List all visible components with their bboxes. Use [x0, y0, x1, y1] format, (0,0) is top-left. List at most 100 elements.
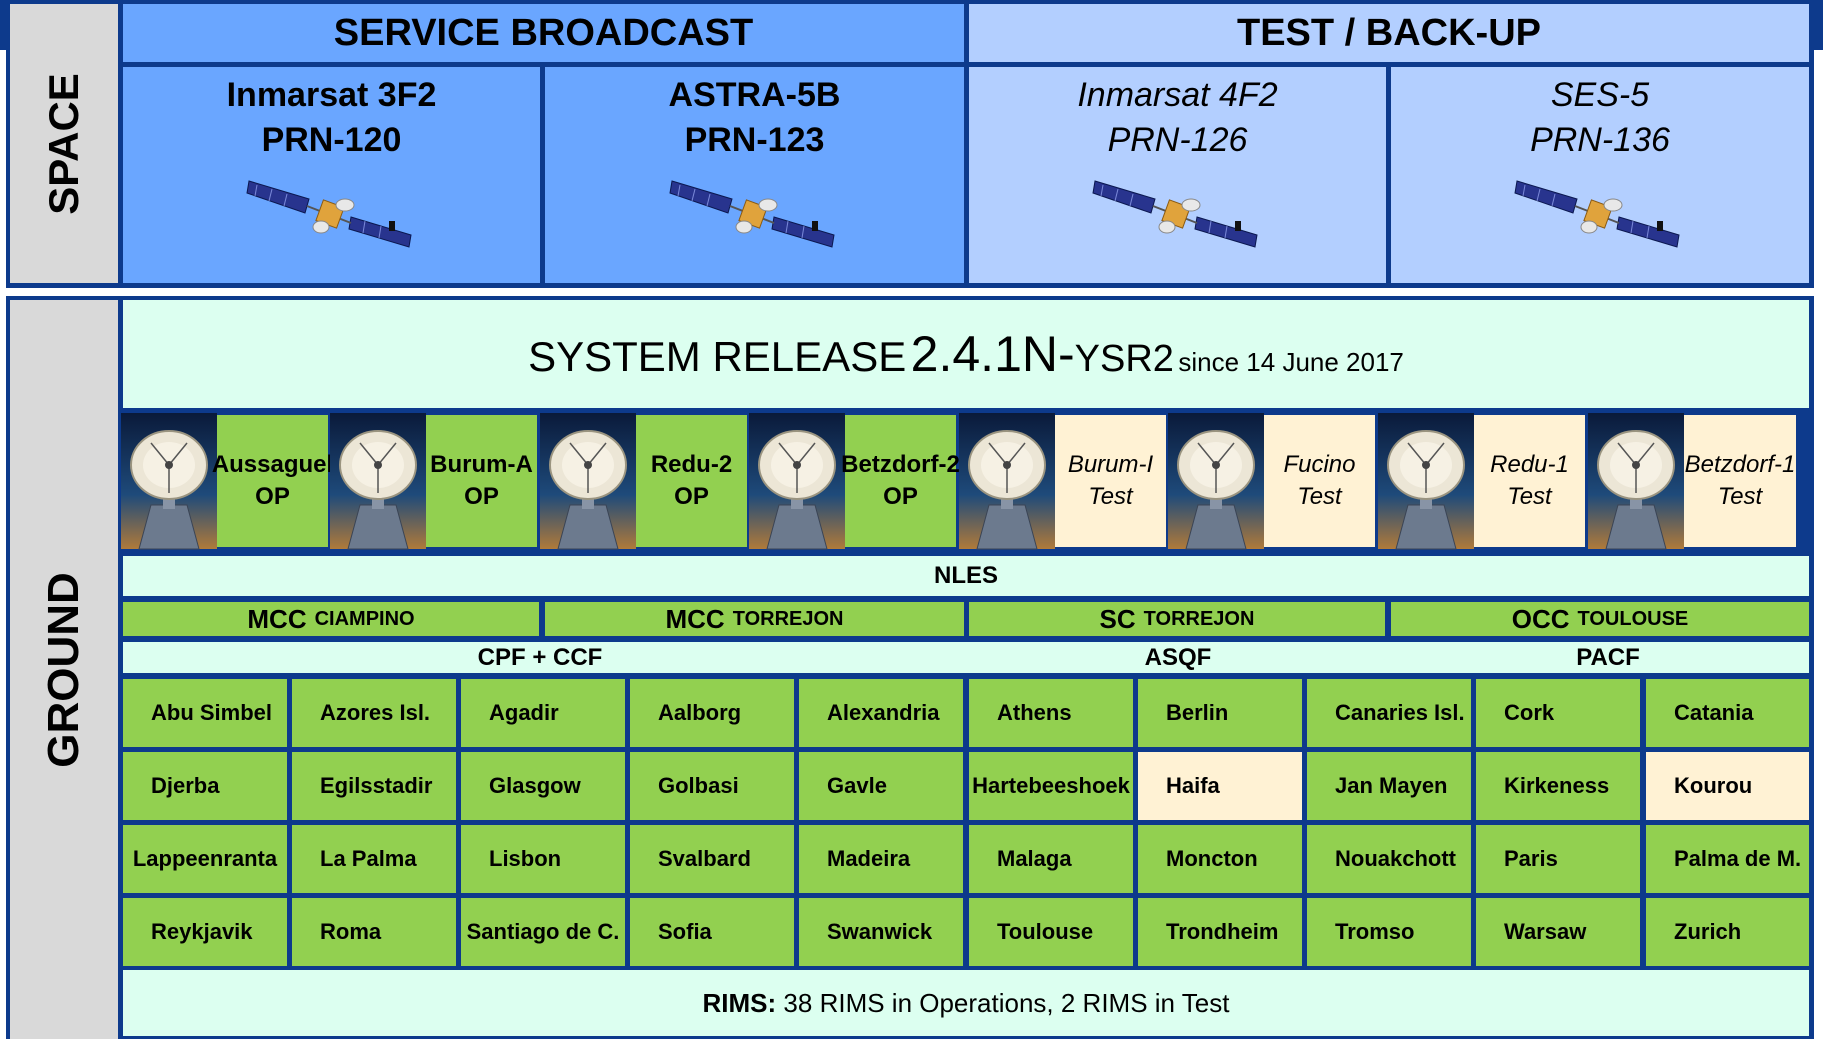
- satellite-icon: [245, 180, 412, 248]
- rims-site: Toulouse: [969, 898, 1133, 966]
- centre-type: MCC: [247, 603, 307, 634]
- release-prefix: SYSTEM RELEASE: [528, 333, 907, 380]
- rims-site: Azores Isl.: [292, 679, 456, 747]
- centre-location: CIAMPINO: [314, 607, 415, 630]
- antenna-dish: [1378, 413, 1474, 550]
- rims-site: Sofia: [630, 898, 794, 966]
- satellite-icon: [1091, 180, 1258, 248]
- rims-summary: RIMS: 38 RIMS in Operations, 2 RIMS in T…: [123, 970, 1809, 1036]
- station-name: Aussaguel: [211, 451, 334, 478]
- rims-site: Nouakchott: [1307, 825, 1471, 893]
- station-name: Betzdorf-2: [841, 451, 960, 478]
- satellite-card: ASTRA-5B PRN-123: [545, 67, 964, 283]
- control-centre: MCC CIAMPINO: [123, 602, 539, 636]
- release-version: 2.4.1N-: [910, 326, 1075, 382]
- ground-label: GROUND: [39, 571, 88, 768]
- rims-site: Zurich: [1646, 898, 1809, 966]
- station-status: OP: [464, 483, 499, 510]
- antenna-dish: [330, 413, 426, 550]
- antenna-dish: [959, 413, 1055, 550]
- rims-site: Svalbard: [630, 825, 794, 893]
- satellite-name: ASTRA-5B: [668, 76, 841, 114]
- rims-site: Alexandria: [799, 679, 963, 747]
- antenna-dish: [1168, 413, 1264, 550]
- rims-site: Athens: [969, 679, 1133, 747]
- rims-site: Malaga: [969, 825, 1133, 893]
- rims-site: Catania: [1646, 679, 1809, 747]
- centre-type: OCC: [1511, 603, 1570, 634]
- rims-site: Aalborg: [630, 679, 794, 747]
- station-status: OP: [255, 483, 290, 510]
- antenna-dish: [121, 413, 217, 550]
- release-suffix: YSR2: [1074, 338, 1174, 380]
- service-broadcast-header: SERVICE BROADCAST: [123, 4, 964, 62]
- antenna-dish-icon: [959, 413, 1055, 550]
- rims-site: Kourou: [1646, 752, 1809, 820]
- antenna-dish: [749, 413, 845, 550]
- rims-site: Lappeenranta: [123, 825, 287, 893]
- satellite-image: [245, 169, 417, 254]
- rims-site: Trondheim: [1138, 898, 1302, 966]
- satellite-prn: PRN-136: [1530, 121, 1670, 159]
- rims-site: Kirkeness: [1476, 752, 1640, 820]
- control-centre: MCC TORREJON: [545, 602, 964, 636]
- centre-location: TORREJON: [732, 607, 844, 630]
- antenna-dish-icon: [1168, 413, 1264, 550]
- rims-site: Swanwick: [799, 898, 963, 966]
- station-status: Test: [1507, 483, 1552, 510]
- antenna-dish-icon: [540, 413, 636, 550]
- facility-label: CPF + CCF: [477, 643, 603, 671]
- rims-site: Reykjavik: [123, 898, 287, 966]
- rims-site: Golbasi: [630, 752, 794, 820]
- satellite-prn: PRN-120: [261, 121, 402, 159]
- rims-site: Moncton: [1138, 825, 1302, 893]
- rims-site: La Palma: [292, 825, 456, 893]
- station-name: Burum-A: [430, 451, 533, 478]
- rims-site: Agadir: [461, 679, 625, 747]
- rims-site: Haifa: [1138, 752, 1302, 820]
- facilities-row: [123, 642, 1809, 673]
- station-status: OP: [674, 483, 709, 510]
- nles-label: NLES: [123, 556, 1809, 596]
- satellite-name: Inmarsat 3F2: [226, 76, 437, 114]
- antenna-dish: [1588, 413, 1684, 550]
- rims-site: Cork: [1476, 679, 1640, 747]
- antenna-dish-icon: [330, 413, 426, 550]
- rims-site: Warsaw: [1476, 898, 1640, 966]
- centre-location: TORREJON: [1143, 607, 1255, 630]
- facility-label: PACF: [1576, 643, 1640, 671]
- antenna-dish-icon: [121, 413, 217, 550]
- antenna-dish-icon: [1378, 413, 1474, 550]
- satellite-image: [1091, 169, 1263, 254]
- rims-site: Gavle: [799, 752, 963, 820]
- satellite-prn: PRN-126: [1107, 121, 1248, 159]
- ground-side-label-box: GROUND: [10, 300, 118, 1039]
- satellite-name: Inmarsat 4F2: [1077, 76, 1278, 114]
- release-since: since 14 June 2017: [1178, 347, 1404, 377]
- facility-label: ASQF: [1144, 643, 1212, 671]
- station-name: Redu-2: [650, 451, 733, 478]
- rims-site: Roma: [292, 898, 456, 966]
- satellite-image: [1514, 169, 1685, 254]
- space-label: SPACE: [40, 72, 87, 215]
- satellite-prn: PRN-123: [684, 121, 825, 159]
- station-status: Test: [1088, 483, 1133, 510]
- rims-site: Egilsstadir: [292, 752, 456, 820]
- station-status: Test: [1717, 483, 1763, 510]
- rims-site: Palma de M.: [1646, 825, 1809, 893]
- centre-type: MCC: [665, 603, 725, 634]
- rims-site: Madeira: [799, 825, 963, 893]
- station-status: OP: [883, 483, 918, 510]
- rims-site: Tromso: [1307, 898, 1471, 966]
- station-status: Test: [1297, 483, 1342, 510]
- satellite-image: [668, 169, 840, 254]
- centre-location: TOULOUSE: [1577, 607, 1689, 630]
